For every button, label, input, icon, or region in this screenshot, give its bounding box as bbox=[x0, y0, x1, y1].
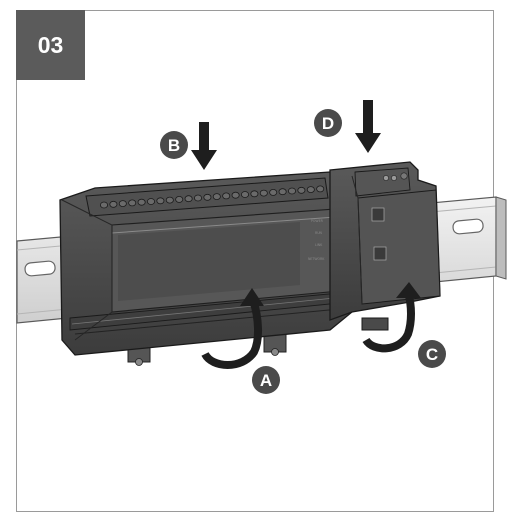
terminal-screw bbox=[193, 194, 202, 202]
terminal-screw bbox=[212, 193, 221, 201]
led-label-power: POWER bbox=[311, 219, 324, 223]
main-module: POWER RUN LINK NETWORK bbox=[59, 171, 353, 366]
svg-text:A: A bbox=[260, 371, 272, 390]
rail-slot bbox=[452, 218, 484, 235]
arrow-down-icon bbox=[191, 122, 217, 170]
svg-text:D: D bbox=[322, 114, 334, 133]
callout-b: B bbox=[160, 131, 188, 159]
arrow-down-icon bbox=[355, 100, 381, 153]
terminal-screw bbox=[175, 195, 184, 203]
terminal-screw bbox=[146, 198, 155, 205]
led-label-run: RUN bbox=[315, 231, 323, 235]
terminal-screw bbox=[306, 186, 315, 194]
curved-arrow-up-icon bbox=[362, 282, 421, 353]
terminal-screw bbox=[259, 189, 268, 197]
led-label-network: NETWORK bbox=[308, 257, 325, 261]
svg-text:B: B bbox=[168, 136, 180, 155]
terminal-screw bbox=[287, 187, 296, 195]
terminal-screw bbox=[156, 197, 165, 205]
terminal-screw-row bbox=[100, 185, 325, 209]
bottom-clip bbox=[263, 333, 287, 356]
terminal-screw bbox=[203, 193, 212, 201]
terminal-screw bbox=[278, 188, 287, 196]
terminal-screw bbox=[297, 186, 306, 194]
indicator-slot bbox=[373, 246, 387, 261]
terminal-screw bbox=[137, 198, 146, 206]
callout-a: A bbox=[252, 366, 280, 394]
step-number-badge: 03 bbox=[16, 10, 85, 80]
curved-arrow-up-icon bbox=[201, 288, 264, 369]
terminal-screw bbox=[250, 190, 259, 198]
terminal-screw bbox=[269, 188, 278, 196]
terminal-screw bbox=[240, 191, 249, 198]
secondary-module bbox=[329, 161, 441, 331]
terminal-screw bbox=[184, 195, 193, 203]
terminal-screw bbox=[165, 196, 174, 204]
terminal-screw bbox=[109, 200, 118, 208]
callout-d: D bbox=[314, 109, 342, 137]
terminal-screw bbox=[222, 192, 231, 200]
terminal-screw bbox=[118, 200, 127, 208]
terminal-screw bbox=[316, 185, 325, 193]
svg-text:C: C bbox=[426, 345, 438, 364]
led-label-link: LINK bbox=[315, 243, 323, 247]
terminal-screw bbox=[128, 199, 137, 207]
terminal-screw bbox=[100, 201, 109, 209]
callout-c: C bbox=[418, 340, 446, 368]
rail-slot bbox=[24, 260, 56, 277]
terminal-screw bbox=[231, 191, 240, 199]
indicator-slot bbox=[371, 207, 385, 222]
